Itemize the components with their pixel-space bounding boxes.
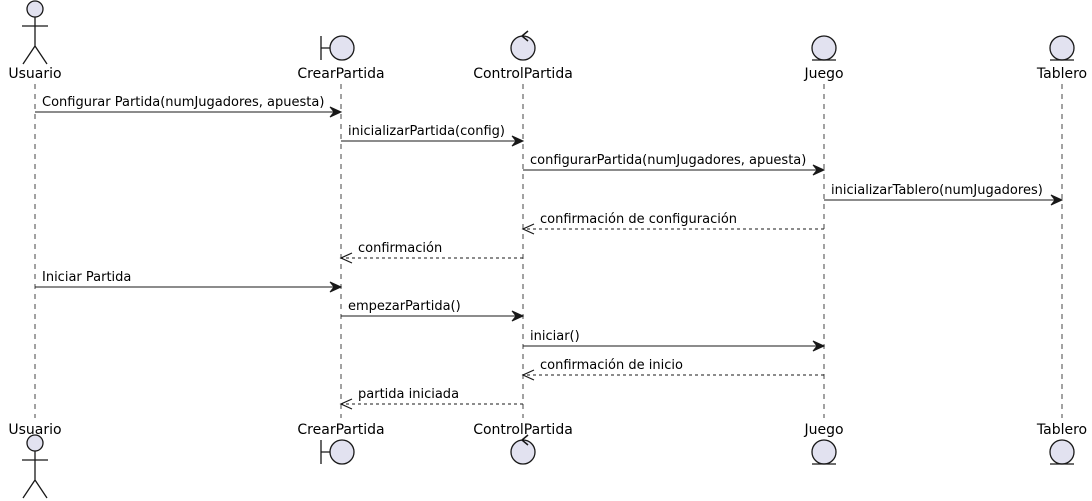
participant-usuario-top: Usuario bbox=[8, 0, 62, 82]
message-arrow: Configurar Partida(numJugadores, apuesta… bbox=[35, 95, 343, 118]
message-arrow: configurarPartida(numJugadores, apuesta) bbox=[523, 153, 826, 176]
message-label: Iniciar Partida bbox=[42, 270, 131, 285]
message-arrow: confirmación bbox=[339, 241, 523, 264]
filled-arrowhead bbox=[511, 135, 525, 147]
participant-label: Juego bbox=[803, 66, 843, 82]
participant-juego-top: Juego bbox=[803, 35, 844, 82]
message-arrow: inicializarTablero(numJugadores) bbox=[824, 183, 1064, 206]
participant-label: Tablero bbox=[1036, 66, 1087, 82]
participant-heads-top: Usuario CrearPartida ControlPartida Juego Ta… bbox=[8, 0, 1087, 82]
participant-juego-bottom: Juego bbox=[803, 422, 844, 465]
open-arrowhead bbox=[339, 398, 353, 410]
message-label: empezarPartida() bbox=[348, 299, 461, 314]
participant-label: ControlPartida bbox=[473, 66, 573, 82]
participant-label: CrearPartida bbox=[297, 66, 384, 82]
filled-arrowhead bbox=[1050, 194, 1064, 206]
message-label: configurarPartida(numJugadores, apuesta) bbox=[530, 153, 806, 168]
message-arrow: confirmación de inicio bbox=[521, 358, 824, 381]
entity-icon bbox=[811, 35, 837, 61]
filled-arrowhead bbox=[812, 340, 826, 352]
participant-tablero-top: Tablero bbox=[1036, 35, 1087, 82]
participant-label: ControlPartida bbox=[473, 422, 573, 438]
filled-arrowhead bbox=[812, 164, 826, 176]
filled-arrowhead bbox=[511, 310, 525, 322]
entity-icon bbox=[1049, 439, 1075, 465]
message-label: Configurar Partida(numJugadores, apuesta… bbox=[42, 95, 324, 110]
message-arrow: iniciar() bbox=[523, 329, 826, 352]
message-label: inicializarPartida(config) bbox=[348, 124, 505, 139]
open-arrowhead bbox=[521, 369, 535, 381]
message-arrow: partida iniciada bbox=[339, 387, 523, 410]
actor-icon bbox=[22, 434, 48, 499]
filled-arrowhead bbox=[329, 106, 343, 118]
participant-label: Tablero bbox=[1036, 422, 1087, 438]
filled-arrowhead bbox=[329, 281, 343, 293]
participant-usuario-bottom: Usuario bbox=[8, 422, 62, 499]
boundary-icon bbox=[320, 439, 355, 465]
message-label: partida iniciada bbox=[358, 387, 459, 402]
entity-icon bbox=[1049, 35, 1075, 61]
message-label: confirmación de configuración bbox=[540, 212, 737, 227]
message-arrow: inicializarPartida(config) bbox=[341, 124, 525, 147]
open-arrowhead bbox=[521, 223, 535, 235]
actor-icon bbox=[22, 0, 48, 65]
participant-crearpartida-bottom: CrearPartida bbox=[297, 422, 385, 465]
participant-tablero-bottom: Tablero bbox=[1036, 422, 1087, 465]
participant-heads-bottom: Usuario CrearPartida ControlPartida Juego Ta… bbox=[8, 422, 1087, 499]
participant-label: Usuario bbox=[8, 66, 61, 82]
entity-icon bbox=[811, 439, 837, 465]
participant-label: Usuario bbox=[8, 422, 61, 438]
message-label: inicializarTablero(numJugadores) bbox=[831, 183, 1043, 198]
boundary-icon bbox=[320, 35, 355, 61]
message-label: iniciar() bbox=[530, 329, 580, 344]
message-arrow: Iniciar Partida bbox=[35, 270, 343, 293]
control-icon bbox=[510, 434, 536, 465]
participant-label: CrearPartida bbox=[297, 422, 384, 438]
messages: Configurar Partida(numJugadores, apuesta… bbox=[35, 95, 1064, 410]
message-label: confirmación bbox=[358, 241, 442, 256]
message-label: confirmación de inicio bbox=[540, 358, 683, 373]
participant-controlpartida-top: ControlPartida bbox=[473, 30, 573, 82]
message-arrow: confirmación de configuración bbox=[521, 212, 824, 235]
participant-crearpartida-top: CrearPartida bbox=[297, 35, 385, 82]
message-arrow: empezarPartida() bbox=[341, 299, 525, 322]
open-arrowhead bbox=[339, 252, 353, 264]
control-icon bbox=[510, 30, 536, 61]
participant-label: Juego bbox=[803, 422, 843, 438]
participant-controlpartida-bottom: ControlPartida bbox=[473, 422, 573, 465]
